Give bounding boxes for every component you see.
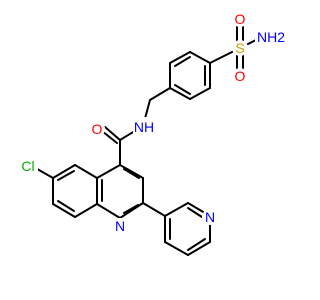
bond [52,203,76,218]
bond [169,51,191,64]
bond [123,168,140,179]
bond [187,241,211,256]
bond [119,164,144,179]
bond [101,130,118,144]
chlorine-atom: Cl [21,158,34,174]
label-backdrop [202,209,218,225]
sulfonyl-oxygen-bottom: O [235,68,246,84]
sulfonyl-oxygen-top: O [235,11,246,27]
amide-nitrogen: NH [134,119,154,135]
atom-labels: O S O NH2 O NH Cl N N [18,11,289,234]
label-backdrop [232,68,248,84]
label-backdrop [133,117,155,137]
pyridine-nitrogen: N [205,209,215,225]
label-backdrop [112,218,128,234]
bond [119,202,144,219]
bond [149,87,171,101]
bond [189,51,211,64]
sulfonamide-amine: NH2 [257,29,285,45]
bond [187,238,206,251]
bond [123,204,139,214]
bond [74,203,98,218]
sulfonyl-sulfur: S [235,40,244,56]
bond [164,241,189,256]
label-backdrop [232,40,248,56]
label-backdrop [255,27,289,47]
label-backdrop [89,121,105,137]
bond [57,170,75,181]
bond [189,87,211,100]
amide-oxygen: O [92,121,103,137]
bond [174,84,191,95]
bond [174,56,191,67]
bond [52,164,76,179]
bond [142,202,166,217]
label-backdrop [232,11,248,27]
bond [169,87,191,100]
bond [74,164,98,179]
chemical-structure: O S O NH2 O NH Cl N N [18,11,289,256]
bond [104,126,121,141]
quinoline-nitrogen: N [115,218,125,234]
bond [164,202,189,217]
label-backdrop [18,156,38,176]
bond [96,203,121,219]
bond [96,164,121,179]
bond [57,200,75,212]
bonds [31,21,261,256]
